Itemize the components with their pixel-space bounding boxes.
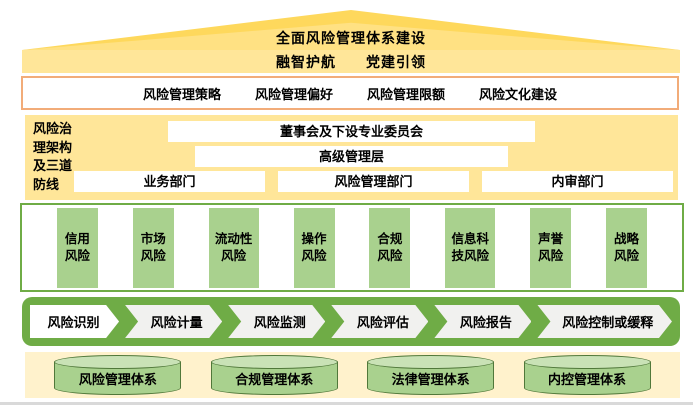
cylinder-top-shape: [54, 355, 182, 369]
departments-row: 业务部门 风险管理部门 内审部门: [74, 171, 673, 192]
process-step-measurement: 风险计量: [125, 305, 222, 338]
risk-line: 流动性: [214, 231, 253, 246]
risk-categories-panel: 信用 风险 市场 风险 流动性 风险 操作 风险 合规 风险 信息科 技风险 声…: [20, 203, 684, 292]
risk-category-operational: 操作 风险: [293, 207, 335, 288]
system-cylinder-internal-control: 内控管理体系: [523, 355, 651, 395]
cylinder-top-shape: [210, 355, 338, 369]
main-title: 全面风险管理体系建设: [276, 30, 426, 46]
process-step-control: 风险控制或缓释: [537, 305, 672, 338]
risk-category-reputation: 声誉 风险: [530, 207, 572, 288]
governance-side-label: 风险治 理架构 及三道 防线: [33, 120, 77, 194]
process-step-monitoring: 风险监测: [228, 305, 325, 338]
risk-category-compliance: 合规 风险: [369, 207, 411, 288]
department-box-risk-management: 风险管理部门: [278, 171, 469, 192]
slogan-left: 融智护航: [276, 53, 336, 70]
system-cylinder-compliance: 合规管理体系: [210, 355, 338, 395]
governance-section: 风险治 理架构 及三道 防线 董事会及下设专业委员会 高级管理层 业务部门 风险…: [25, 115, 678, 200]
strategy-item: 风险管理偏好: [254, 86, 333, 102]
risk-line: 声誉: [538, 231, 564, 246]
system-cylinder-label: 内控管理体系: [548, 371, 627, 387]
governance-side-label-line: 及三道: [33, 158, 73, 173]
risk-category-credit: 信用 风险: [56, 207, 98, 288]
risk-category-it: 信息科 技风险: [445, 207, 496, 288]
system-cylinder-label: 合规管理体系: [235, 371, 314, 387]
system-cylinder-label: 风险管理体系: [78, 371, 157, 387]
system-cylinder-label: 法律管理体系: [391, 371, 470, 387]
strategy-item: 风险管理限额: [367, 86, 446, 102]
department-box-business: 业务部门: [74, 171, 265, 192]
risk-category-market: 市场 风险: [132, 207, 174, 288]
bottom-divider: [0, 402, 693, 405]
risk-line: 风险: [613, 248, 639, 263]
senior-management-bar: 高级管理层: [195, 146, 508, 167]
risk-line: 合规: [377, 231, 403, 246]
risk-line: 信息科: [451, 231, 489, 246]
cylinder-top-shape: [523, 355, 651, 369]
roof-shape: 全面风险管理体系建设: [22, 10, 680, 50]
risk-line: 风险: [301, 248, 327, 263]
system-cylinder-risk: 风险管理体系: [54, 355, 182, 395]
systems-bar: 风险管理体系 合规管理体系 法律管理体系 内控管理体系: [25, 352, 680, 398]
governance-side-label-line: 防线: [33, 176, 60, 192]
risk-line: 操作: [301, 231, 327, 246]
risk-line: 风险: [221, 248, 247, 263]
slogan-right: 党建引领: [366, 53, 426, 70]
risk-category-liquidity: 流动性 风险: [208, 207, 259, 288]
risk-line: 市场: [140, 231, 166, 246]
risk-line: 风险: [377, 248, 403, 263]
slogan-banner: 融智护航 党建引领: [22, 50, 680, 73]
risk-line: 风险: [538, 248, 564, 263]
governance-side-label-line: 理架构: [33, 139, 73, 155]
risk-line: 战略: [613, 231, 639, 246]
risk-category-strategic: 战略 风险: [606, 207, 647, 288]
governance-side-label-line: 风险治: [33, 121, 73, 136]
system-cylinder-legal: 法律管理体系: [367, 355, 495, 395]
risk-line: 信用: [64, 231, 90, 246]
risk-line: 技风险: [451, 248, 489, 263]
process-step-identification: 风险识别: [30, 305, 119, 338]
process-step-assessment: 风险评估: [331, 305, 428, 338]
board-bar: 董事会及下设专业委员会: [168, 121, 535, 142]
risk-line: 风险: [64, 248, 90, 263]
risk-process-flow: 风险识别 风险计量 风险监测 风险评估 风险报告 风险控制或缓释: [22, 297, 680, 346]
strategy-bar: 风险管理策略 风险管理偏好 风险管理限额 风险文化建设: [21, 76, 679, 110]
department-box-internal-audit: 内审部门: [482, 171, 673, 192]
process-step-reporting: 风险报告: [434, 305, 531, 338]
strategy-item: 风险管理策略: [142, 86, 221, 102]
cylinder-top-shape: [367, 355, 495, 369]
strategy-item: 风险文化建设: [479, 86, 558, 102]
risk-line: 风险: [140, 248, 166, 263]
